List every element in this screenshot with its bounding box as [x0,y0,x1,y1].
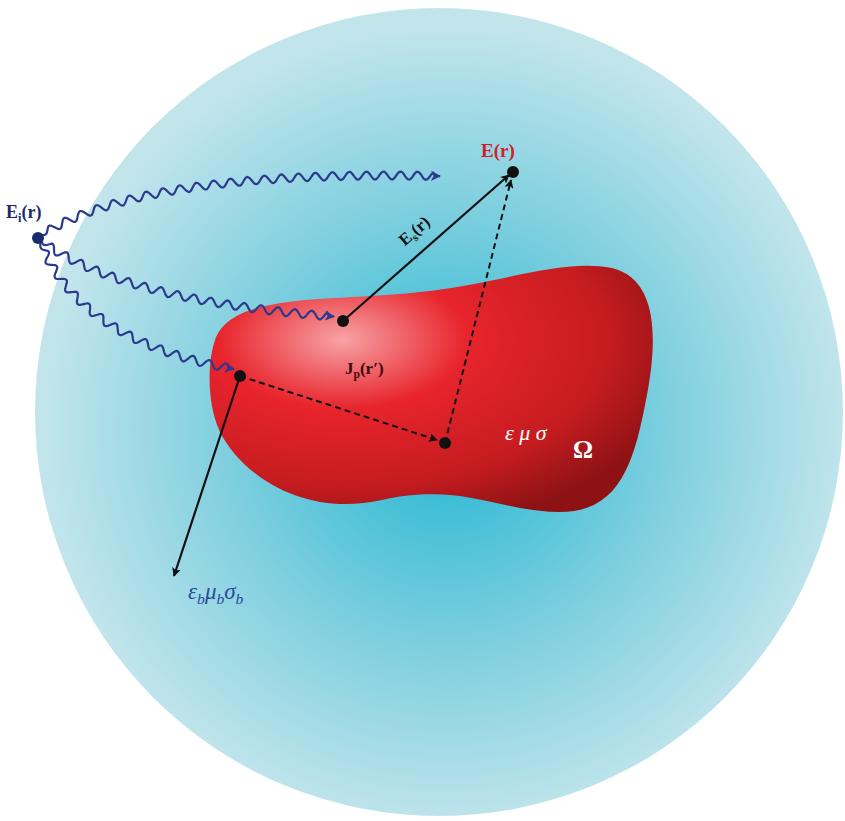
incident-wave [40,172,434,236]
scattered-field-arrow [343,175,509,321]
incident-wave [40,240,328,319]
dashed-path-arrow [240,376,437,440]
domain-label: Ω [573,437,593,462]
source-dot [32,232,44,244]
point-dot [337,315,349,327]
wave-arrowhead [228,368,234,369]
point-dot [439,437,451,449]
incident-wave [40,242,228,370]
dashed-path-arrow [445,180,511,443]
normal-arrow [174,376,240,576]
wave-arrowhead [328,315,334,318]
incident-field-label: Ei(r) [6,203,41,224]
point-dot [234,370,246,382]
observation-dot [507,166,519,178]
background-parameters: εbμbσb [188,580,243,607]
material-parameters: ε μ σ [505,422,547,444]
current-label: Jp(r′) [345,360,384,380]
wave-arrowhead [434,175,440,177]
total-field-label: E(r) [481,141,515,160]
background-medium: εbμbσb Jp(r′) ε μ σ Ω [34,7,844,817]
